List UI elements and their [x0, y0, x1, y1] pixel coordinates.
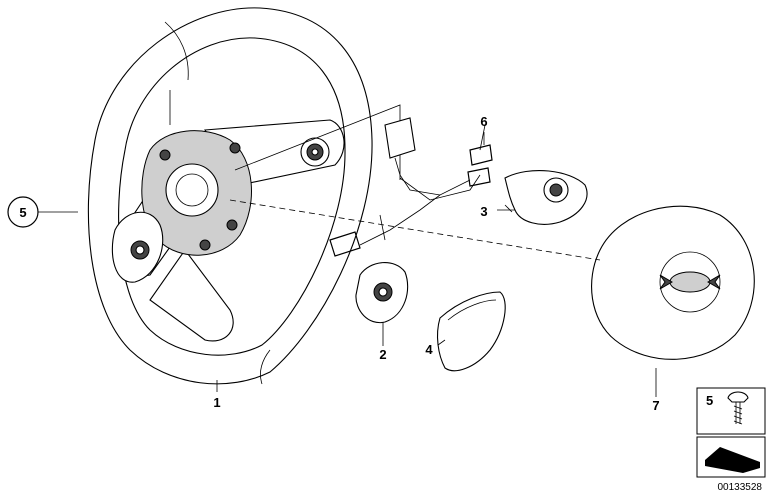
screw-part-box: 5 [696, 387, 766, 435]
airbag-module [591, 205, 755, 360]
multifunction-switch-left [355, 262, 409, 340]
switch-cover-right [504, 169, 588, 225]
callout-6-label: 6 [480, 114, 487, 129]
wiring-harness [329, 117, 493, 257]
orientation-symbol-box [696, 436, 766, 478]
callout-5-circle-label: 5 [19, 205, 26, 220]
callout-4-label: 4 [425, 342, 433, 357]
leader-lines [37, 132, 657, 397]
document-number: 00133528 [718, 482, 763, 493]
trim-cover [436, 291, 506, 372]
callout-2-label: 2 [379, 347, 386, 362]
steering-wheel [87, 7, 401, 385]
callout-5-circle: 5 [7, 196, 39, 228]
screw-icon [727, 391, 749, 425]
alignment-dashed-line [229, 199, 601, 261]
orientation-arrow-icon [705, 447, 760, 473]
callout-5-box-label: 5 [706, 393, 713, 408]
callout-7-label: 7 [652, 398, 659, 413]
callout-3-label: 3 [480, 204, 487, 219]
callout-1-label: 1 [213, 395, 220, 410]
